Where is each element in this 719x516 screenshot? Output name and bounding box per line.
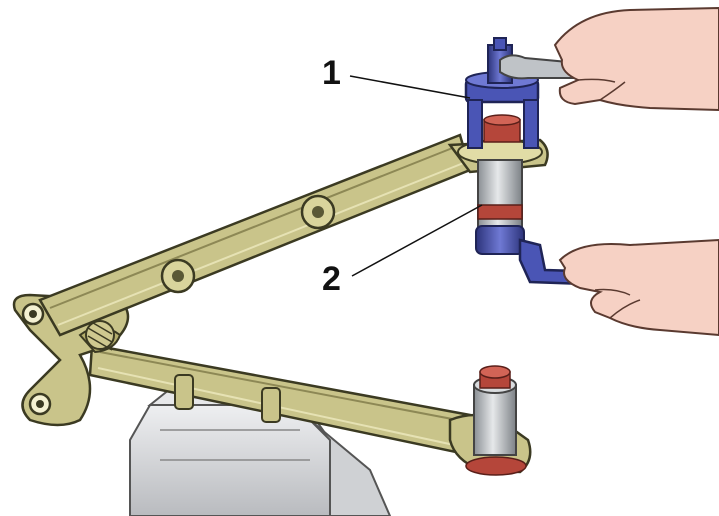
callout-label-2: 2	[322, 260, 341, 298]
lower-ball-joint	[465, 365, 527, 476]
upper-linkage-arm	[38, 133, 549, 337]
upper-hand	[553, 6, 719, 112]
callout-label-1: 1	[322, 54, 341, 92]
left-bracket	[12, 293, 130, 427]
leader-line-2	[351, 204, 483, 277]
upper-bushing	[457, 139, 543, 255]
lower-linkage-arm	[88, 343, 532, 474]
lower-hand	[558, 238, 719, 337]
leader-line-1	[349, 75, 471, 99]
